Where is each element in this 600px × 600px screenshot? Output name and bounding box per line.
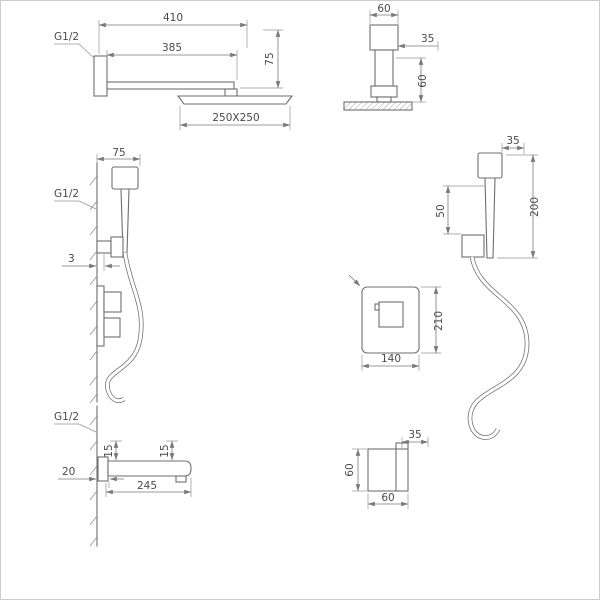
mixer-knob-lower — [103, 317, 121, 338]
bracket-clamp — [110, 236, 124, 258]
dim-bracket-width-label: 75 — [112, 147, 125, 159]
spout-wall-flange — [97, 456, 109, 482]
dim-top-width-label: 60 — [377, 3, 390, 15]
shower-hose-front — [467, 256, 530, 440]
dim-knob-depth-label: 35 — [408, 429, 421, 441]
holder-bracket-front — [461, 234, 485, 258]
head-connector — [376, 96, 392, 103]
drop-stem — [374, 49, 394, 87]
hand-shower-head-side — [111, 166, 139, 190]
rain-shower-head-plate — [176, 95, 294, 105]
dim-side-offset-label: 35 — [421, 33, 434, 45]
thread-label-hand-shower: G1/2 — [54, 188, 79, 200]
view-mixer-front: 210 140 — [348, 274, 445, 371]
handle-body — [367, 448, 409, 492]
view-spout-side: G1/2 15 15 20 245 — [54, 405, 192, 547]
dim-tip-height-label: 15 — [159, 444, 171, 457]
thread-label-rain-head: G1/2 — [54, 31, 79, 43]
mixer-control-square — [378, 301, 404, 328]
hand-shower-handle-front — [484, 177, 496, 259]
dim-body-height-label: 200 — [529, 197, 541, 217]
dim-wall-gap-label: 3 — [68, 253, 75, 265]
dim-drop-height-label: 75 — [264, 52, 276, 65]
dim-wall-depth-label: 20 — [62, 466, 75, 478]
view-rain-head-front: 410 385 75 250X250 G1/2 — [54, 12, 294, 130]
dim-side-height-label: 60 — [417, 74, 429, 87]
thread-label-spout: G1/2 — [54, 411, 79, 423]
view-handle-side: 35 60 60 — [344, 429, 429, 509]
dim-overall-length-label: 410 — [163, 12, 183, 24]
dim-handle-height-label: 60 — [344, 463, 356, 476]
ceiling-mount-block — [369, 24, 399, 51]
dim-head-width-label: 35 — [506, 135, 519, 147]
dim-head-size-label: 250X250 — [212, 112, 259, 124]
mixer-leader-line — [348, 274, 361, 287]
head-plate-hatch — [344, 102, 412, 110]
view-rain-head-side: 60 35 60 — [343, 3, 439, 111]
shower-arm — [106, 81, 235, 90]
mixer-knob-upper — [103, 291, 122, 313]
view-hand-shower-front: 35 200 50 — [435, 135, 541, 440]
dim-bracket-height-label: 50 — [435, 204, 447, 217]
dim-plate-width-label: 140 — [381, 353, 401, 365]
wall-escutcheon — [93, 55, 108, 97]
spout-outlet — [175, 475, 187, 483]
hand-shower-head-front — [477, 152, 503, 179]
dim-handle-width-label: 60 — [381, 492, 394, 504]
wall-bracket — [96, 240, 112, 254]
wall-hatching-spout — [89, 415, 98, 547]
dim-arm-length-label: 385 — [162, 42, 182, 54]
dim-length-label: 245 — [137, 480, 157, 492]
dim-plate-height-label: 210 — [433, 311, 445, 331]
mixer-backplate-side — [96, 285, 105, 347]
wall-hatching — [89, 175, 98, 404]
dim-body-height-label-spout: 15 — [103, 444, 115, 457]
mixer-control-tab — [374, 303, 380, 311]
view-hand-shower-side: 75 G1/2 3 — [54, 147, 144, 404]
spout-body — [107, 460, 192, 477]
arm-connector — [224, 88, 238, 97]
stem-nut — [370, 85, 398, 98]
head-plate-side — [343, 101, 413, 111]
